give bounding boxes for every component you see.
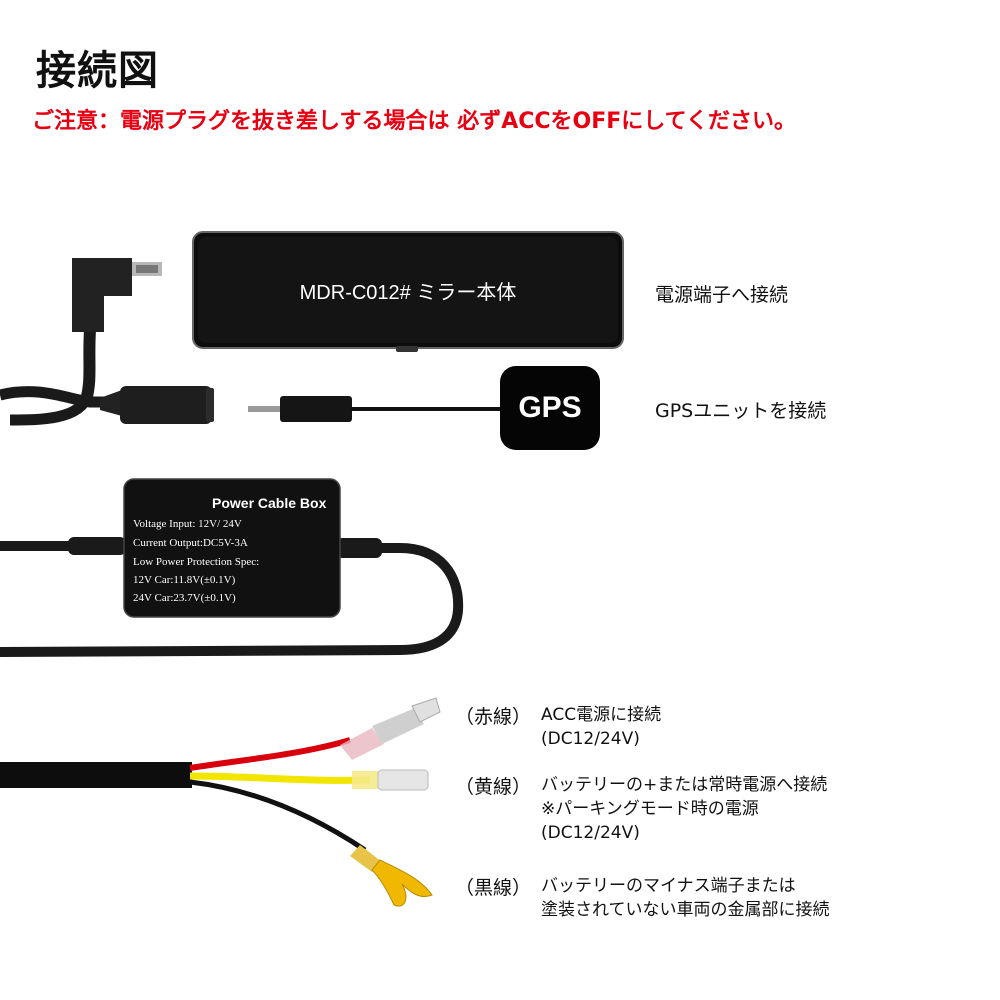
- gps-unit: [500, 366, 600, 450]
- desc-line: バッテリーの+または常時電源へ接続: [541, 775, 828, 795]
- mirror-label: MDR-C012# ミラー本体: [299, 281, 517, 304]
- gps-cable: [248, 396, 505, 422]
- black-wire: [189, 779, 367, 853]
- black-wire-tag: （黒線）: [455, 877, 532, 899]
- usb-l-plug: [72, 258, 162, 406]
- caution-note: ご注意：電源プラグを抜き差しする場合は 必ずACCをOFFにしてください。: [32, 109, 796, 134]
- yellow-wire-tag: （黄線）: [455, 776, 532, 798]
- power-box-line: 12V Car:11.8V(±0.1V): [133, 574, 236, 586]
- power-box-line: Voltage Input: 12V/ 24V: [133, 518, 242, 530]
- black-wire-description: バッテリーのマイナス端子または 塗装されていない車両の金属部に接続: [541, 874, 830, 922]
- dc-barrel-connector: [100, 386, 214, 424]
- wire-harness: [0, 697, 441, 907]
- power-box-line: Low Power Protection Spec:: [133, 556, 260, 568]
- desc-line: ※パーキングモード時の電源: [541, 799, 759, 819]
- power-box-line: 24V Car:23.7V(±0.1V): [133, 592, 236, 604]
- desc-line: ACC電源に接続: [541, 705, 662, 725]
- gps-badge: GPS: [518, 391, 582, 424]
- red-wire: [189, 737, 351, 771]
- red-wire-tag: （赤線）: [455, 706, 532, 728]
- gps-connect-label: GPSユニットを接続: [655, 400, 827, 422]
- desc-line: バッテリーのマイナス端子または: [541, 876, 796, 896]
- desc-line: 塗装されていない車両の金属部に接続: [541, 900, 830, 920]
- mirror-body: [192, 231, 624, 352]
- yellow-wire-description: バッテリーの+または常時電源へ接続 ※パーキングモード時の電源 (DC12/24…: [541, 773, 827, 845]
- yellow-wire: [189, 772, 371, 784]
- page-title: 接続図: [36, 48, 159, 94]
- power-cable-left: [0, 386, 120, 408]
- power-box-title: Power Cable Box: [212, 495, 327, 511]
- desc-line: (DC12/24V): [541, 729, 640, 749]
- power-box-line: Current Output:DC5V-3A: [133, 537, 248, 549]
- power-cable-box: [0, 478, 464, 657]
- desc-line: (DC12/24V): [541, 823, 640, 843]
- mirror-connect-label: 電源端子へ接続: [655, 284, 789, 306]
- power-box-label: Power Cable Box Voltage Input: 12V/ 24V …: [124, 479, 340, 617]
- red-wire-description: ACC電源に接続 (DC12/24V): [541, 703, 661, 751]
